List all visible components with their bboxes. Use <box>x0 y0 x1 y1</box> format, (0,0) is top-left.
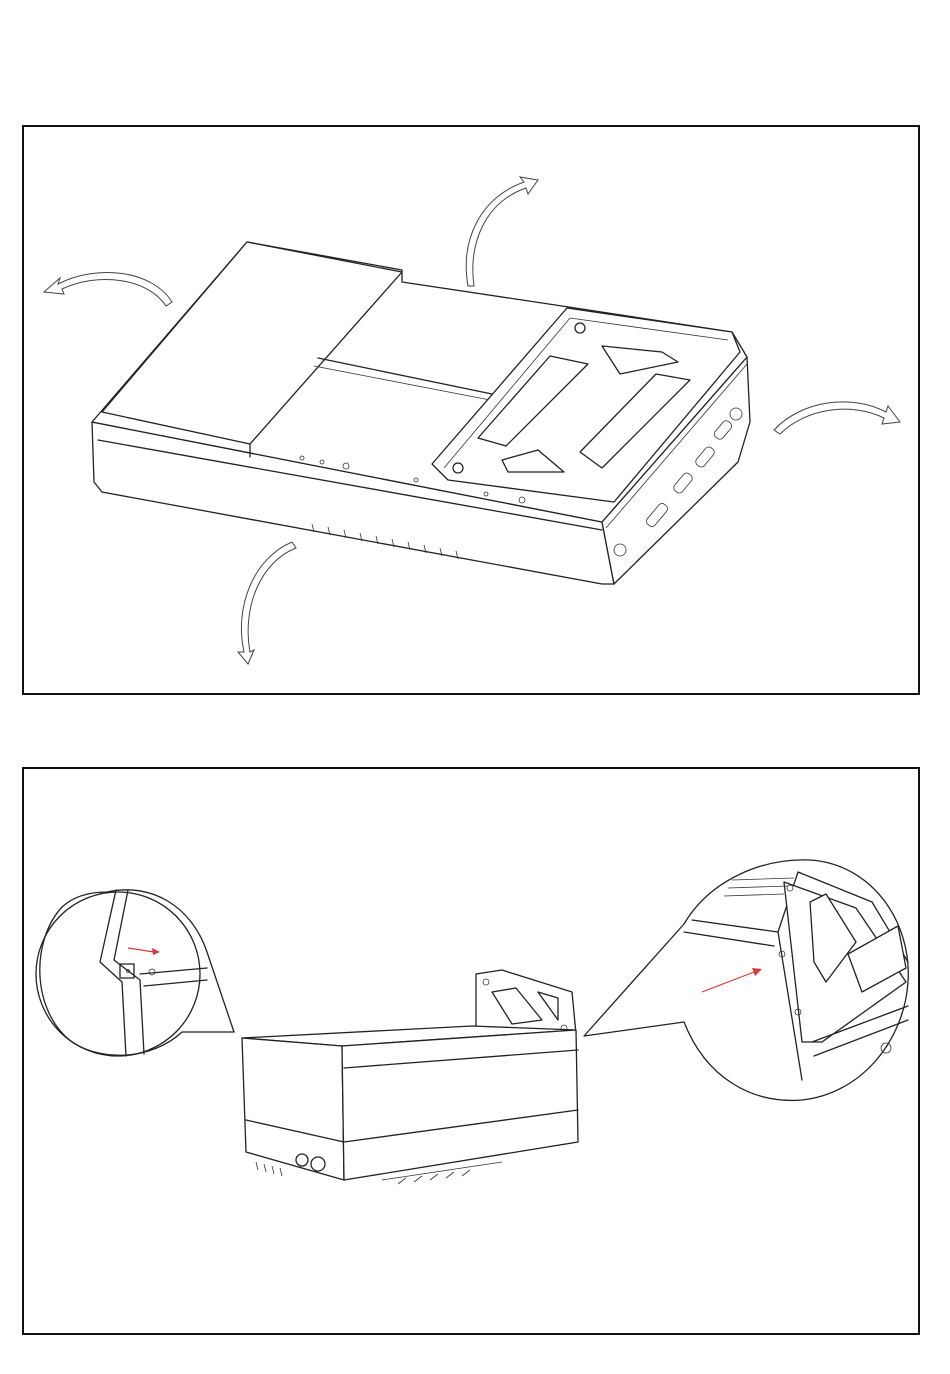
rotation-arrow-right <box>774 402 900 434</box>
rotate-chassis-panel <box>22 125 920 695</box>
rotate-chassis-illustration <box>24 127 918 693</box>
open-chassis <box>242 970 578 1184</box>
rotation-arrow-left <box>44 272 172 306</box>
rotation-arrow-bottom <box>238 542 296 664</box>
front-face <box>242 1038 344 1180</box>
chassis-flat <box>92 242 750 584</box>
detail-callout-left <box>36 890 234 1056</box>
detail-callout-right <box>584 860 908 1101</box>
slide-cover-illustration <box>24 769 918 1333</box>
slide-cover-panel <box>22 767 920 1335</box>
rotation-arrow-top <box>466 177 538 286</box>
